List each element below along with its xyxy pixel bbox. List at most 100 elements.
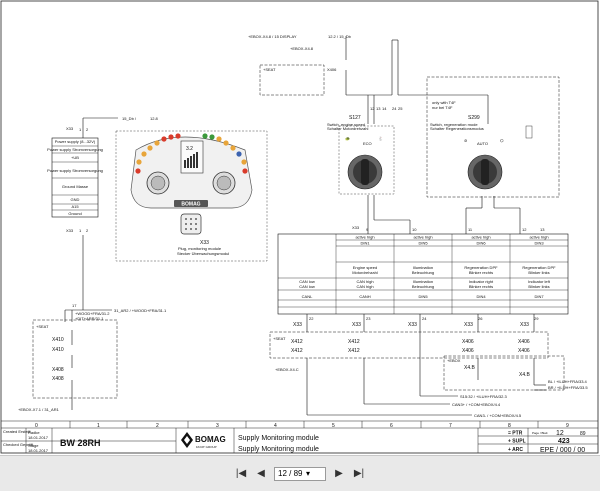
a15-can-en-4: Indicator left	[528, 279, 551, 284]
wood-left-label: +WOOD+FRA/31.2	[75, 311, 110, 316]
x33-left-top-label: X33	[66, 126, 74, 131]
x33-low-c-label: X33	[408, 322, 417, 328]
a15-can-en-1: CAN high	[356, 279, 373, 284]
x33-top-pin-9: 9	[366, 227, 369, 232]
display-caption-1: Plug, monitoring module	[178, 246, 222, 251]
page-total: 89	[580, 431, 586, 437]
footer-brand: BOMAG	[195, 435, 226, 444]
left-pin-top-2: 2	[86, 127, 89, 132]
x4b-b-label: X4.B	[519, 372, 531, 378]
page-input[interactable]	[278, 469, 306, 478]
a15-func-en-1: Engine speed	[353, 265, 377, 270]
x410-a-label: X410	[52, 337, 64, 343]
column-0: 0	[35, 423, 38, 429]
next-page-button[interactable]: ▶	[335, 468, 343, 479]
s127-pin-12: 12	[370, 106, 375, 111]
x412-b-label: X412	[291, 348, 303, 354]
a15-can-de-1: CAN high	[356, 284, 373, 289]
ebox-label: +EBOX	[447, 358, 461, 363]
s127-pin-14: 14	[382, 106, 387, 111]
left-row-5: GND	[71, 197, 80, 202]
display-brand-label: BOMAG	[181, 202, 200, 208]
left-row-3: Power supply Stromversorgung	[47, 168, 103, 173]
drawing-number: 423	[558, 438, 570, 445]
x4b-a-label: X4.B	[464, 365, 476, 371]
x408-a-label: X408	[52, 367, 64, 373]
left-wires	[64, 117, 118, 410]
t4f-note-2: nur bei T4F	[432, 105, 453, 110]
lower-wiring	[306, 314, 546, 416]
x33-top-pin-12: 12	[522, 227, 527, 232]
ar2-label: 31_AR2 / +WOOD+FRA/31.1	[114, 308, 167, 313]
a15-func-de-2: Beleuchtung	[412, 270, 434, 275]
model-label: BW 28RH	[60, 438, 101, 448]
x408-b-label: X408	[52, 376, 64, 382]
x33-left-bottom-label: X33	[66, 228, 74, 233]
left-row-2: +UB	[71, 155, 79, 160]
a15-func-en-3: Regeneration DPF	[464, 265, 498, 270]
a15-can-en-0: CAN low	[299, 279, 315, 284]
page-indicator[interactable]: ▾	[274, 466, 326, 481]
column-5: 5	[332, 423, 335, 429]
s127-pin-24: 24	[392, 106, 397, 111]
s127-mode-label: ECO	[363, 141, 372, 146]
seat-box-bottom	[269, 331, 549, 359]
a15-bus-0: CANL	[302, 294, 313, 299]
column-2: 2	[156, 423, 159, 429]
a15-active-2: active high	[413, 235, 432, 240]
a15-can-de-4: Blinker links	[528, 284, 549, 289]
s299-left-icon: ⊘	[464, 138, 467, 143]
seat-left-label: +SEAT	[36, 324, 49, 329]
created-label: Created Erstellt	[3, 429, 31, 434]
created-date: 18.01.2017	[28, 435, 49, 440]
node-17-label: 17	[72, 303, 77, 308]
s299-mode-label: AUTO	[477, 141, 488, 146]
x406-a-label: X406	[462, 339, 474, 345]
ebox-x4-label: +EBOX-X4.8	[290, 46, 314, 51]
a15-din-0: DIN1	[360, 241, 370, 246]
a15-active-1: active high	[355, 235, 374, 240]
page-dropdown-icon[interactable]: ▾	[306, 469, 311, 478]
bl-label: BL / +ILUH+FRA/33.4	[548, 379, 588, 384]
page-label: Page / Blatt	[532, 431, 548, 435]
a15-din-3: DIN3	[534, 241, 544, 246]
display-module: 3.2 BOMAG X33 Plug, monitoring module St…	[115, 130, 268, 262]
column-8: 8	[508, 423, 511, 429]
can3p-label: CAN3+ / +COM+EBOX/4.4	[452, 402, 501, 407]
left-pin-bottom-2: 2	[86, 228, 89, 233]
a15-can-de-3: Blinker rechts	[469, 284, 493, 289]
display-id-label: X33	[200, 240, 209, 246]
footer-location: + SUPL	[508, 439, 526, 445]
left-row-0: Power supply (8...32V)	[55, 139, 96, 144]
s127-pin-13: 13	[376, 106, 381, 111]
epe-label: EPE / 000 / 00	[540, 447, 585, 454]
footer-title-2: Supply Monitoring module	[238, 446, 319, 453]
checked-label: Checked Geprüft	[3, 442, 34, 447]
x33-low-b-label: X33	[352, 322, 361, 328]
t4f-note-1: only with T4F	[432, 100, 456, 105]
a15-bus-2: DIN5	[418, 294, 428, 299]
s299-right-icon: ⌬	[500, 138, 504, 143]
top-labels: +EBOX-X4.8 / 15 DISPLAY 12.2 / 15_Db +EB…	[248, 34, 352, 72]
a15-func-en-4: Regeneration DPF	[522, 265, 556, 270]
column-1: 1	[97, 423, 100, 429]
created-by: Radke	[28, 430, 40, 435]
column-7: 7	[449, 423, 452, 429]
x410-b-label: X410	[52, 347, 64, 353]
a15-din-2: DIN6	[476, 241, 486, 246]
checked-by: Stage	[28, 443, 39, 448]
lcd-value: 3.2	[186, 146, 193, 152]
left-row-7: Ground	[68, 211, 81, 216]
x33-low-pin-26: 26	[478, 316, 483, 321]
s127-right-icon: 🐇	[378, 136, 383, 141]
a15-bus-1: CANH	[359, 294, 370, 299]
s127-left-icon: 🐢	[345, 136, 350, 141]
last-page-button[interactable]: ▶|	[353, 468, 365, 479]
left-row-6: A15	[71, 204, 79, 209]
page-number: 12	[556, 430, 564, 437]
footer-title-1: Supply Monitoring module	[238, 435, 319, 442]
t4f-option-box	[426, 76, 560, 198]
first-page-button[interactable]: |◀	[235, 468, 247, 479]
s299-id-label: S299	[468, 115, 480, 121]
previous-page-button[interactable]: ◀	[257, 468, 265, 479]
